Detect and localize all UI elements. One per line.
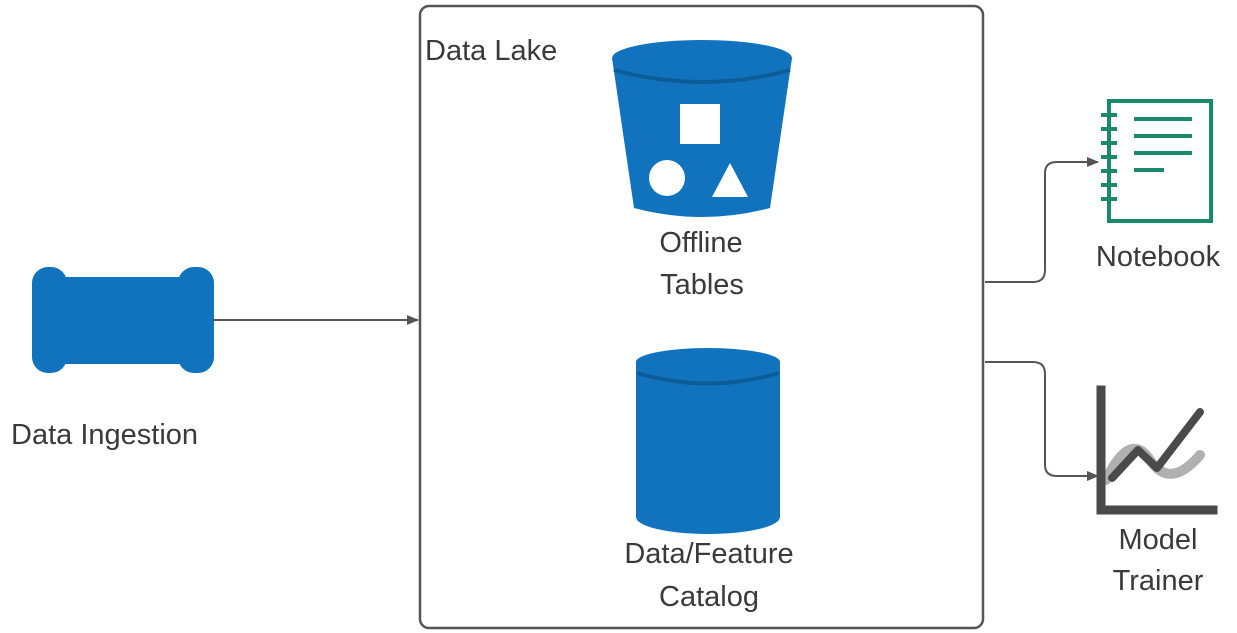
line-chart-icon xyxy=(1096,385,1218,515)
notebook-label: Notebook xyxy=(1096,241,1221,273)
offline-tables-label: Offline xyxy=(659,227,742,259)
notebook-icon xyxy=(1101,99,1213,223)
pipe-icon xyxy=(32,267,214,373)
data-feature-catalog-label: Data/Feature xyxy=(624,538,793,570)
database-cylinder-icon xyxy=(636,348,780,534)
model-trainer-label: Model xyxy=(1119,524,1198,556)
lake-to-trainer-arrow xyxy=(985,361,1099,481)
bucket-icon xyxy=(612,40,792,217)
data-ingestion-label: Data Ingestion xyxy=(11,419,198,451)
data-lake-container xyxy=(418,4,985,630)
lake-to-notebook-arrow xyxy=(985,157,1099,283)
data-feature-catalog-label-line2: Catalog xyxy=(659,581,759,613)
model-trainer-label-line2: Trainer xyxy=(1113,565,1204,597)
offline-tables-label-line2: Tables xyxy=(660,269,744,301)
data-lake-title: Data Lake xyxy=(425,35,557,67)
